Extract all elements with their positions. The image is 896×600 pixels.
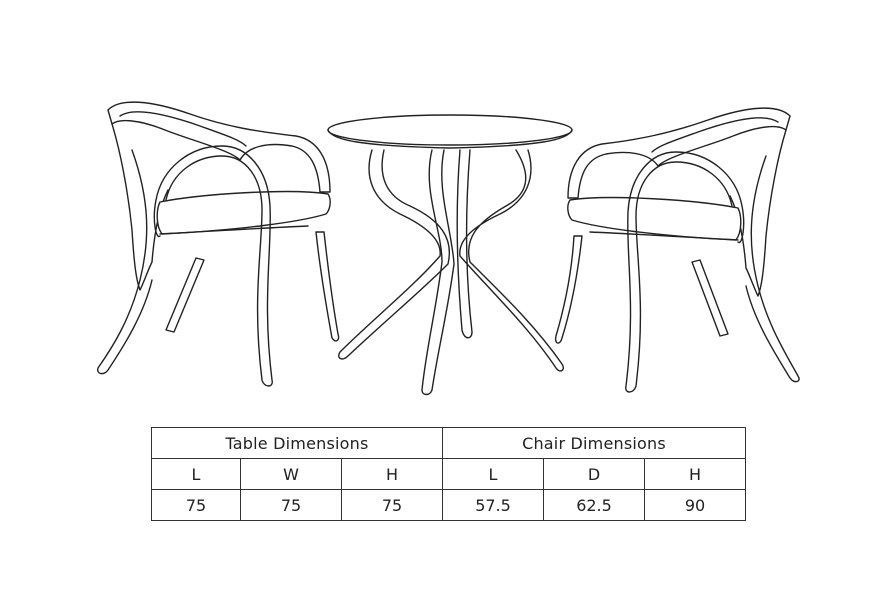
dimensions-value-row: 75 75 75 57.5 62.5 90 <box>151 489 747 521</box>
left-chair-seat-front <box>159 225 309 235</box>
left-chair-back-right-leg <box>315 231 340 342</box>
right-chair-seat <box>567 196 742 241</box>
table-height-value: 75 <box>341 489 443 521</box>
chair-depth-label: D <box>543 458 645 490</box>
chair-height-label: H <box>643 458 747 490</box>
dimensions-table: Table Dimensions Chair Dimensions L W H … <box>151 427 747 521</box>
right-chair <box>554 107 800 393</box>
table-length-label: L <box>151 458 241 490</box>
right-chair-front-leg-outer <box>745 155 800 383</box>
chair-length-label: L <box>442 458 544 490</box>
table-length-value: 75 <box>151 489 241 521</box>
left-chair-back-leg <box>165 257 205 333</box>
left-chair-seat <box>156 190 331 235</box>
right-chair-side-shell <box>729 129 787 297</box>
right-chair-backrest <box>567 107 791 199</box>
left-chair-backrest-inner <box>119 111 247 147</box>
table-dimensions-header: Table Dimensions <box>151 427 443 459</box>
table-width-label: W <box>240 458 342 490</box>
furniture-line-drawing <box>96 101 800 396</box>
dimensions-subheader-row: L W H L D H <box>151 458 747 490</box>
left-chair <box>96 101 340 387</box>
left-chair-front-leg-outer <box>96 149 153 375</box>
chair-length-value: 57.5 <box>442 489 544 521</box>
left-chair-arm <box>153 145 273 387</box>
chair-dimensions-header: Chair Dimensions <box>441 427 747 459</box>
table-leg-left <box>338 149 450 360</box>
table-top-edge <box>327 129 573 149</box>
right-chair-arm <box>625 151 745 393</box>
table-leg-back <box>456 149 473 339</box>
table-leg-center <box>421 149 455 396</box>
right-chair-back-left-leg <box>554 235 583 344</box>
table <box>327 114 573 396</box>
table-leg-right <box>459 149 565 372</box>
right-chair-seat-front <box>589 231 739 241</box>
left-chair-backrest <box>107 101 331 193</box>
right-chair-back-leg <box>691 259 729 337</box>
left-chair-side-shell <box>111 123 169 291</box>
chair-height-value: 90 <box>643 489 747 521</box>
table-top <box>327 114 573 146</box>
right-chair-backrest-inner <box>651 117 779 153</box>
table-height-label: H <box>341 458 443 490</box>
table-width-value: 75 <box>240 489 342 521</box>
chair-depth-value: 62.5 <box>543 489 645 521</box>
dimensions-header-row: Table Dimensions Chair Dimensions <box>151 427 747 459</box>
